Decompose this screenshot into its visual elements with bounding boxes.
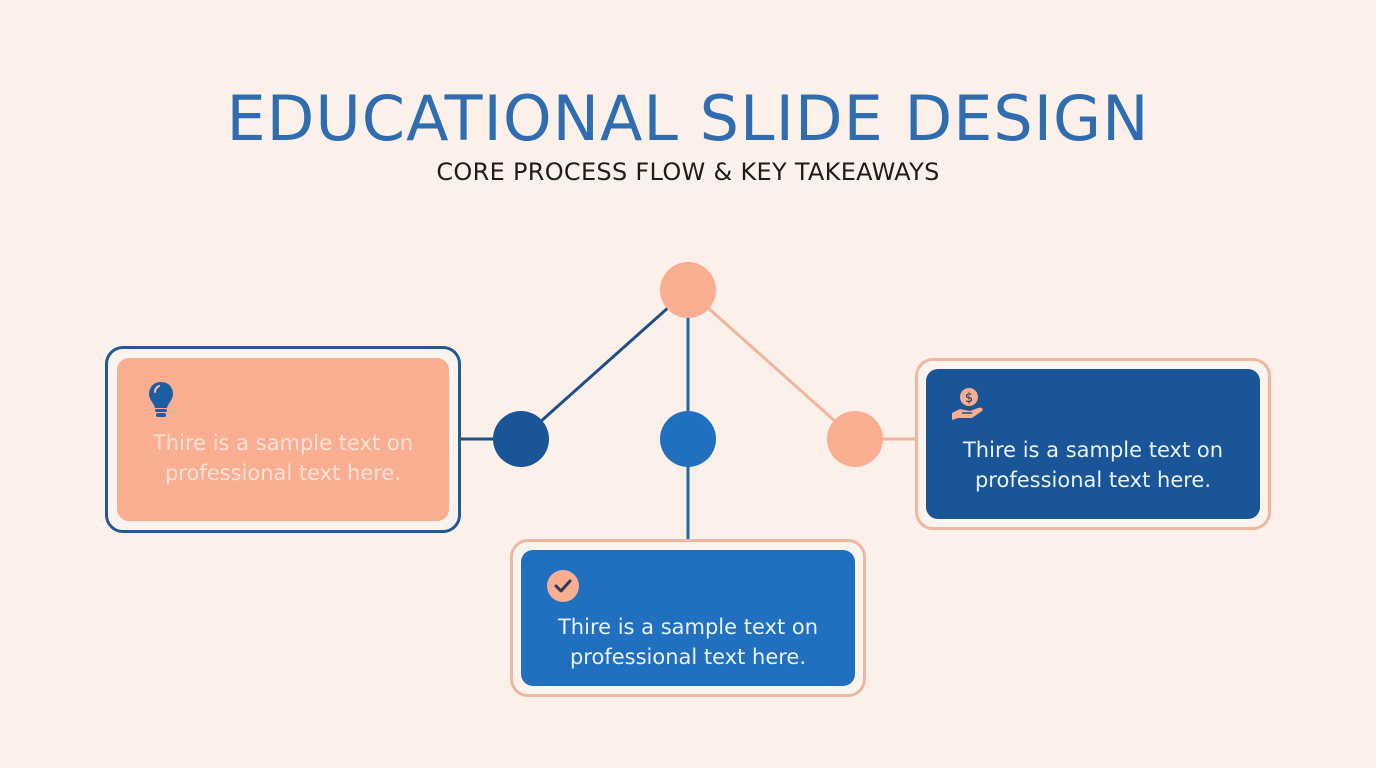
left-card-body: Thire is a sample text on professional t… bbox=[117, 358, 449, 521]
right-card-line1: Thire is a sample text on bbox=[962, 438, 1224, 462]
center-card-line1: Thire is a sample text on bbox=[557, 615, 819, 639]
slide-subtitle: CORE PROCESS FLOW & KEY TAKEAWAYS bbox=[436, 158, 940, 186]
checkmark-circle-icon bbox=[547, 570, 579, 602]
right-node bbox=[827, 411, 883, 467]
left-card-text: Thire is a sample text on professional t… bbox=[117, 428, 449, 488]
right-card-body: $ Thire is a sample text on professional… bbox=[926, 369, 1260, 519]
root-node bbox=[660, 262, 716, 318]
slide-title: EDUCATIONAL SLIDE DESIGN bbox=[226, 82, 1150, 155]
center-node bbox=[660, 411, 716, 467]
right-card: $ Thire is a sample text on professional… bbox=[915, 358, 1271, 530]
right-card-text: Thire is a sample text on professional t… bbox=[926, 435, 1260, 495]
center-card-text: Thire is a sample text on professional t… bbox=[521, 612, 855, 672]
left-card: Thire is a sample text on professional t… bbox=[105, 346, 461, 533]
left-card-line1: Thire is a sample text on bbox=[152, 431, 414, 455]
center-card-line2: professional text here. bbox=[569, 645, 807, 669]
svg-text:$: $ bbox=[965, 391, 973, 406]
left-node bbox=[493, 411, 549, 467]
center-card-body: Thire is a sample text on professional t… bbox=[521, 550, 855, 686]
lightbulb-icon bbox=[149, 382, 173, 417]
right-card-line2: professional text here. bbox=[974, 468, 1212, 492]
center-card: Thire is a sample text on professional t… bbox=[510, 539, 866, 697]
left-card-line2: professional text here. bbox=[164, 461, 402, 485]
hand-coin-dollar-icon: $ bbox=[952, 388, 983, 420]
